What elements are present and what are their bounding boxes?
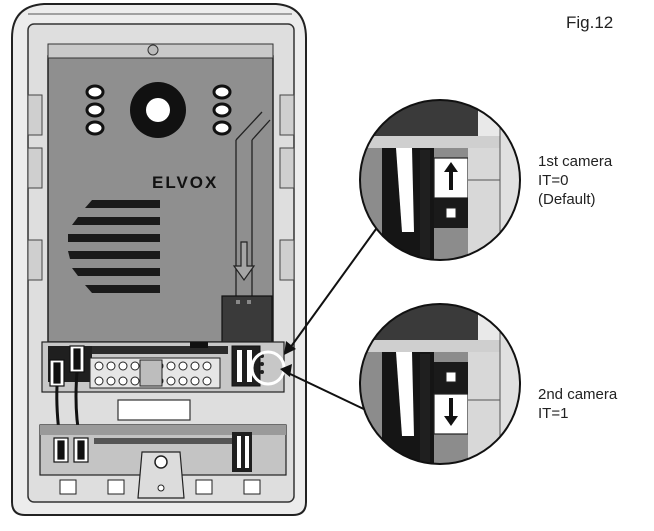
leader-arrowhead-1 [284, 341, 296, 355]
small-dark-tab [190, 342, 208, 348]
leader-lines [285, 217, 385, 413]
arrow-up-icon [444, 162, 458, 190]
module-pin [236, 300, 240, 304]
figure-title: Fig.12 [566, 13, 614, 32]
panel-top-strip [47, 43, 274, 59]
mount-tab [137, 451, 185, 499]
base-right-jumper [232, 432, 252, 472]
mid-dark-strip [92, 346, 228, 354]
callout-2-line-2: IT=1 [538, 405, 569, 422]
callout-1-line-2: IT=0 [538, 172, 569, 189]
module-pin [247, 300, 251, 304]
magnifier-callout-1 [360, 100, 520, 260]
led-column-right [212, 84, 232, 136]
speaker-grille [68, 200, 160, 293]
magnifier-callout-2 [360, 304, 520, 464]
arrow-down-icon [444, 398, 458, 426]
magnifier-ring-2 [359, 303, 521, 465]
base-top-band [40, 425, 286, 435]
guide-channel [235, 111, 271, 296]
brand-logo: ELVOX [152, 173, 218, 192]
side-notches [27, 94, 295, 281]
terminal-block [89, 357, 221, 389]
callout-label-1st-camera: 1st camera IT=0 (Default) [538, 152, 612, 209]
magnifier-ring-1 [359, 99, 521, 261]
callout-2-line-1: 2nd camera [538, 386, 618, 403]
label-plate [117, 399, 191, 421]
base-connectors [53, 437, 89, 463]
callout-1-line-3: (Default) [538, 191, 596, 208]
callout-label-2nd-camera: 2nd camera IT=1 [538, 385, 617, 423]
callout-1-line-1: 1st camera [538, 153, 613, 170]
jumper-pins [260, 354, 264, 374]
down-arrow-icon [232, 241, 256, 282]
base-dark-bar [94, 438, 244, 444]
camera-lens-icon [130, 82, 186, 138]
led-column-left [85, 84, 105, 136]
top-screw-icon [147, 44, 159, 56]
left-connectors [49, 345, 85, 387]
mount-screw-hole [154, 455, 168, 469]
mount-screw-hole [157, 484, 165, 492]
leader-arrowhead-2 [280, 364, 292, 377]
bottom-feet [59, 479, 261, 495]
